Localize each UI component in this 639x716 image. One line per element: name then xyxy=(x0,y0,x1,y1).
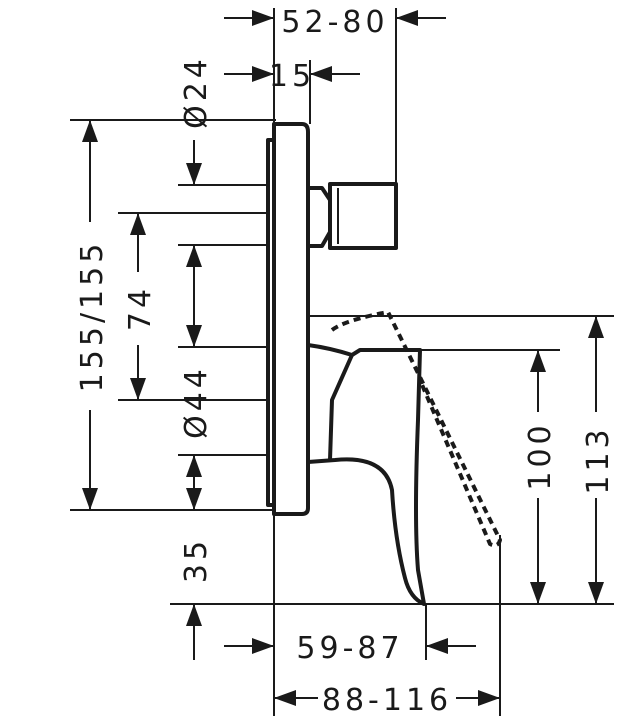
label-top-width: 52-80 xyxy=(281,5,388,40)
dimension-spout-height xyxy=(530,350,546,604)
dimension-total-height xyxy=(82,120,98,510)
label-spout-height: 100 xyxy=(523,421,558,490)
mixer-lever xyxy=(307,310,502,606)
dimension-bottom-inner xyxy=(224,638,476,654)
dimension-upper-height xyxy=(130,213,146,400)
label-top-offset: 15 xyxy=(269,59,315,94)
dimension-top-width xyxy=(224,10,446,26)
label-total-height: 155/155 xyxy=(75,240,110,393)
extension-lines xyxy=(70,8,614,716)
dimension-diameter-upper xyxy=(186,140,202,347)
label-bottom-offset: 35 xyxy=(179,537,214,583)
label-upper-height: 74 xyxy=(123,285,158,331)
label-lever-height: 113 xyxy=(581,425,616,494)
label-diameter-lower: Ø44 xyxy=(179,365,214,439)
dimension-bottom-outer xyxy=(274,690,500,706)
label-bottom-inner: 59-87 xyxy=(296,631,403,666)
dimension-diameter-lower xyxy=(186,455,202,660)
label-bottom-outer: 88-116 xyxy=(322,683,452,716)
label-diameter-upper: Ø24 xyxy=(179,55,214,129)
dimension-top-offset xyxy=(224,66,360,82)
shower-outlet xyxy=(310,182,398,250)
dimension-lever-height xyxy=(588,316,604,604)
